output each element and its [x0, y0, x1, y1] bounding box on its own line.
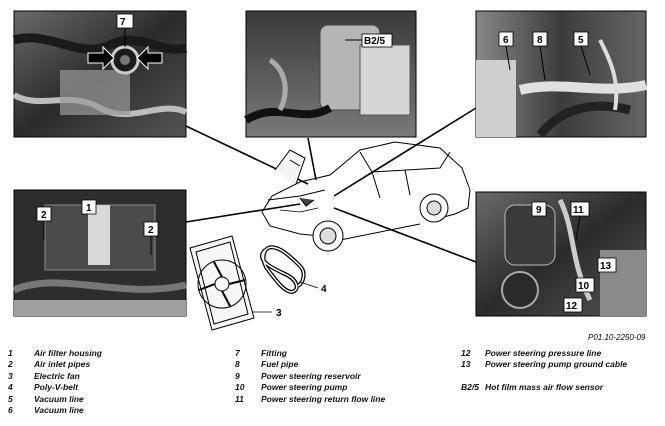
label-6: 6	[503, 35, 509, 46]
callout-3: 3	[276, 308, 282, 319]
photo-fitting: 7	[12, 10, 188, 138]
label-13: 13	[600, 261, 612, 272]
label-12: 12	[566, 301, 578, 312]
callout-4: 4	[321, 284, 327, 295]
label-5: 5	[578, 35, 584, 46]
reference-code: P01.10-2250-09	[588, 333, 646, 342]
legend-spacer	[461, 371, 627, 382]
label-11: 11	[573, 205, 584, 216]
poly-v-belt	[260, 245, 319, 295]
label-7: 7	[120, 17, 126, 28]
label-2-left: 2	[41, 210, 47, 221]
label-b2-5: B2/5	[364, 36, 386, 47]
photo-air-flow-sensor: B2/5	[243, 10, 417, 138]
car-illustration	[261, 141, 471, 252]
label-9: 9	[536, 205, 542, 216]
label-2-right: 2	[148, 225, 154, 236]
label-1: 1	[86, 203, 92, 214]
photo-power-steering: 9 11 13 10 12	[475, 191, 647, 317]
electric-fan	[189, 235, 272, 331]
photo-vacuum-fuel-lines: 6 8 5	[475, 10, 648, 138]
label-10: 10	[578, 281, 590, 292]
label-8: 8	[537, 35, 543, 46]
photo-air-filter-housing: 2 1 2	[12, 189, 187, 317]
